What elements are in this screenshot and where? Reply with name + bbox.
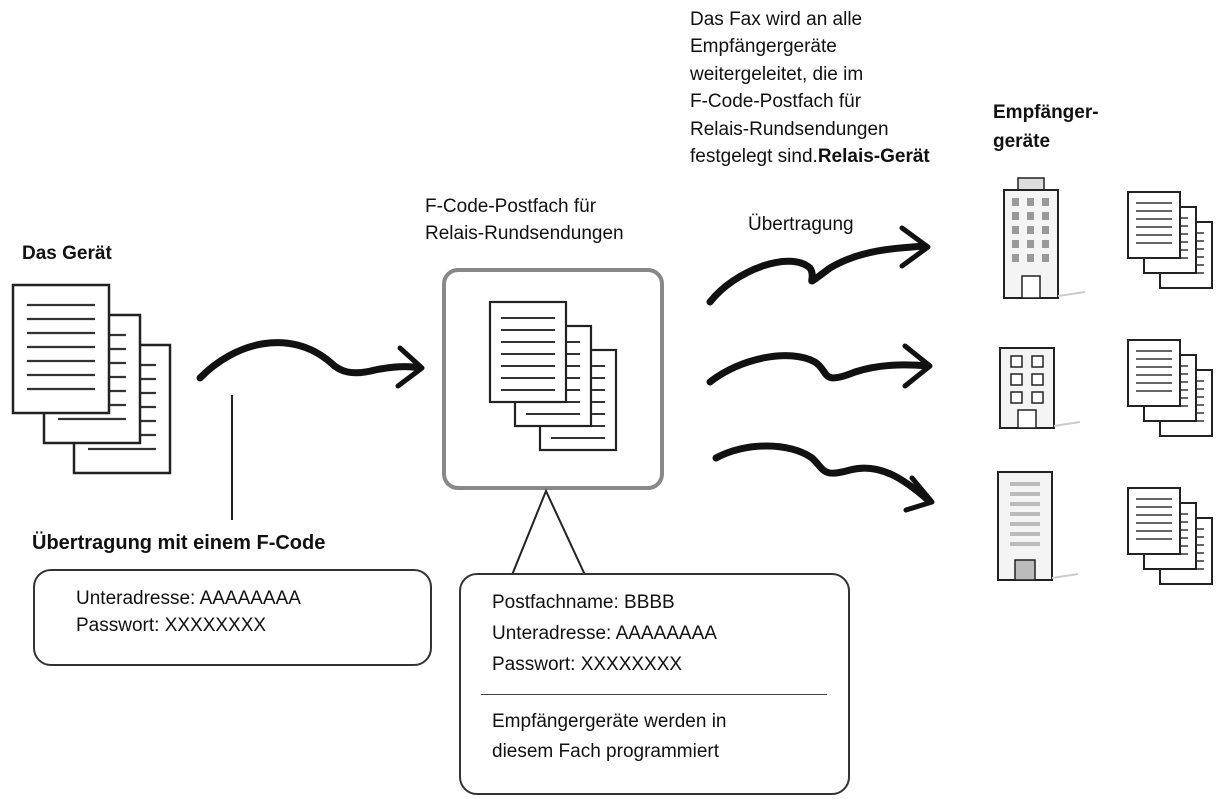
arrow-to-receiver-1 (706, 225, 931, 306)
mailbox-info-divider (481, 694, 827, 695)
mailbox-label-line-1: F-Code-Postfach für (425, 196, 597, 217)
forward-note-line-2: Empfängergeräte (690, 36, 837, 58)
receiver-documents-1 (1127, 191, 1213, 289)
transmission-label: Übertragung (748, 214, 854, 235)
sender-subaddress: Unteradresse: AAAAAAAA (76, 588, 301, 609)
mailbox-subaddress: Unteradresse: AAAAAAAA (492, 623, 717, 644)
source-document-stack (11, 283, 172, 475)
sender-password: Passwort: XXXXXXXX (76, 615, 267, 636)
forward-note-last-line: festgelegt sind. (690, 146, 818, 168)
receivers-label-line-2: geräte (993, 131, 1051, 152)
mailbox-name: Postfachname: BBBB (492, 592, 675, 613)
forward-note-line-4: F-Code-Postfach für (690, 91, 862, 113)
receiver-documents-3 (1127, 487, 1213, 585)
forward-note: Das Fax wird an alle Empfängergeräte wei… (690, 6, 930, 170)
forward-note-line-5: Relais-Rundsendungen (690, 118, 889, 140)
mailbox-info-box: Postfachname: BBBB Unteradresse: AAAAAAA… (459, 573, 850, 795)
receiver-building-2-icon (999, 347, 1081, 429)
forward-note-line-3: weitergeleitet, die im (690, 63, 864, 85)
mailbox-label: F-Code-Postfach für Relais-Rundsendungen (425, 193, 624, 247)
mailbox-password: Passwort: XXXXXXXX (492, 654, 683, 675)
arrow-to-receiver-3 (712, 442, 935, 513)
arrow-to-mailbox (196, 339, 425, 389)
mailbox-label-line-2: Relais-Rundsendungen (425, 223, 624, 244)
source-device-label: Das Gerät (22, 243, 112, 264)
receivers-label-line-1: Empfänger- (993, 102, 1099, 123)
receiver-building-1-icon (1003, 177, 1086, 299)
arrow-to-receiver-2 (706, 343, 933, 389)
mailbox-note-line-1: Empfängergeräte werden in (492, 711, 727, 732)
receiver-documents-2 (1127, 339, 1213, 437)
mailbox-note-line-2: diesem Fach programmiert (492, 741, 720, 762)
transmission-with-fcode-label: Übertragung mit einem F-Code (32, 532, 326, 554)
forward-note-line-1: Das Fax wird an alle (690, 9, 863, 30)
mailbox-callout-pointer (511, 488, 586, 576)
sender-info-box: Unteradresse: AAAAAAAA Passwort: XXXXXXX… (33, 569, 432, 666)
receiver-building-3-icon (997, 471, 1079, 581)
forward-note-line-6: festgelegt sind.Relais-Gerät (690, 143, 930, 170)
relay-device-label: Relais-Gerät (817, 146, 930, 168)
receivers-label: Empfänger- geräte (993, 98, 1099, 156)
